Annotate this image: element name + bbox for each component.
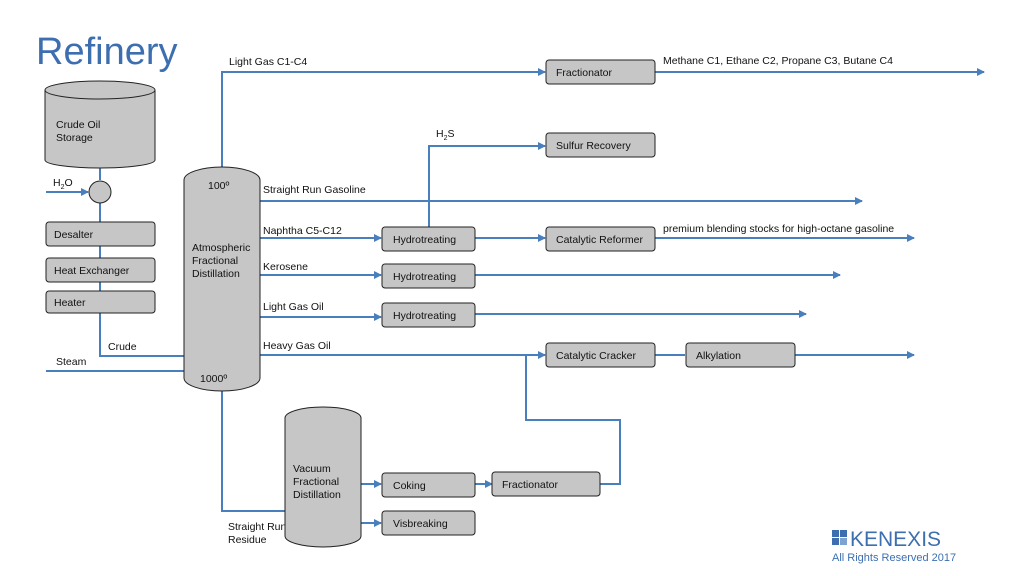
vacuum-label-2: Fractional xyxy=(293,476,339,488)
recycle-to-cracker-line xyxy=(525,355,621,485)
fractionator-top-unit: Fractionator xyxy=(545,59,656,85)
catalytic-reformer-label: Catalytic Reformer xyxy=(556,234,643,246)
column-label-2: Fractional xyxy=(192,255,238,267)
heat-exchanger-label: Heat Exchanger xyxy=(54,265,130,277)
catalytic-cracker-unit: Catalytic Cracker xyxy=(545,342,656,368)
storage-label-2: Storage xyxy=(56,132,93,144)
kerosene-label: Kerosene xyxy=(263,261,308,273)
crude-feed-line xyxy=(99,313,196,360)
hydrotreating-3-label: Hydrotreating xyxy=(393,310,456,322)
hydrotreating-1-unit: Hydrotreating xyxy=(381,226,476,252)
light-gas-label: Light Gas C1-C4 xyxy=(229,56,307,68)
alkylation-label: Alkylation xyxy=(696,350,741,362)
crude-label: Crude xyxy=(108,341,137,353)
catalytic-cracker-label: Catalytic Cracker xyxy=(556,350,636,362)
hydrotreating-1-label: Hydrotreating xyxy=(393,234,456,246)
fractionator-bottom-unit: Fractionator xyxy=(491,471,601,497)
crude-oil-storage-tank: Crude Oil Storage xyxy=(44,80,156,169)
alkylation-unit: Alkylation xyxy=(685,342,796,368)
flow-lines xyxy=(46,68,985,537)
storage-label-1: Crude Oil xyxy=(56,119,100,131)
vacuum-label-3: Distillation xyxy=(293,489,341,501)
hydrotreating-2-unit: Hydrotreating xyxy=(381,263,476,289)
atmospheric-distillation-column: 100º Atmospheric Fractional Distillation… xyxy=(183,166,261,392)
h2s-line xyxy=(428,142,546,227)
kenexis-logo-icon xyxy=(832,530,847,545)
desalter-label: Desalter xyxy=(54,229,94,241)
steam-label: Steam xyxy=(56,356,87,368)
catalytic-reformer-unit: Catalytic Reformer xyxy=(545,226,656,252)
residue-label-1: Straight Run xyxy=(228,521,287,533)
vacuum-distillation-column: Vacuum Fractional Distillation xyxy=(284,406,362,548)
h2s-label: H2S xyxy=(436,128,455,142)
page-title: Refinery xyxy=(36,31,178,73)
coking-label: Coking xyxy=(393,480,426,492)
hydrotreating-3-unit: Hydrotreating xyxy=(381,302,476,328)
fractionator-bottom-label: Fractionator xyxy=(502,479,559,491)
gasoline-label: Straight Run Gasoline xyxy=(263,184,366,196)
light-gas-oil-label: Light Gas Oil xyxy=(263,301,324,313)
naphtha-label: Naphtha C5-C12 xyxy=(263,225,342,237)
heat-exchanger-unit: Heat Exchanger xyxy=(45,257,156,283)
heater-unit: Heater xyxy=(45,290,156,314)
hydrotreating-2-label: Hydrotreating xyxy=(393,271,456,283)
visbreaking-label: Visbreaking xyxy=(393,518,448,530)
desalter-unit: Desalter xyxy=(45,221,156,247)
sulfur-recovery-unit: Sulfur Recovery xyxy=(545,132,656,158)
sulfur-recovery-label: Sulfur Recovery xyxy=(556,140,631,152)
coking-unit: Coking xyxy=(381,472,476,498)
light-gases-product-label: Methane C1, Ethane C2, Propane C3, Butan… xyxy=(663,55,893,67)
water-label: H2O xyxy=(53,177,73,191)
light-gas-line xyxy=(221,68,546,167)
visbreaking-unit: Visbreaking xyxy=(381,510,476,536)
fractionator-top-label: Fractionator xyxy=(556,67,613,79)
column-label-3: Distillation xyxy=(192,268,240,280)
vacuum-label-1: Vacuum xyxy=(293,463,331,475)
heavy-gas-oil-label: Heavy Gas Oil xyxy=(263,340,331,352)
kenexis-brand: KENEXIS xyxy=(850,528,941,551)
residue-line xyxy=(221,388,296,515)
column-top-temp: 100º xyxy=(208,180,230,192)
residue-label-2: Residue xyxy=(228,534,267,546)
heater-label: Heater xyxy=(54,297,86,309)
reformate-product-label: premium blending stocks for high-octane … xyxy=(663,223,894,235)
mixer-valve xyxy=(88,180,112,204)
kenexis-logo: KENEXIS All Rights Reserved 2017 xyxy=(832,528,956,564)
rights-text: All Rights Reserved 2017 xyxy=(832,552,956,564)
column-bottom-temp: 1000º xyxy=(200,373,227,385)
column-label-1: Atmospheric xyxy=(192,242,250,254)
